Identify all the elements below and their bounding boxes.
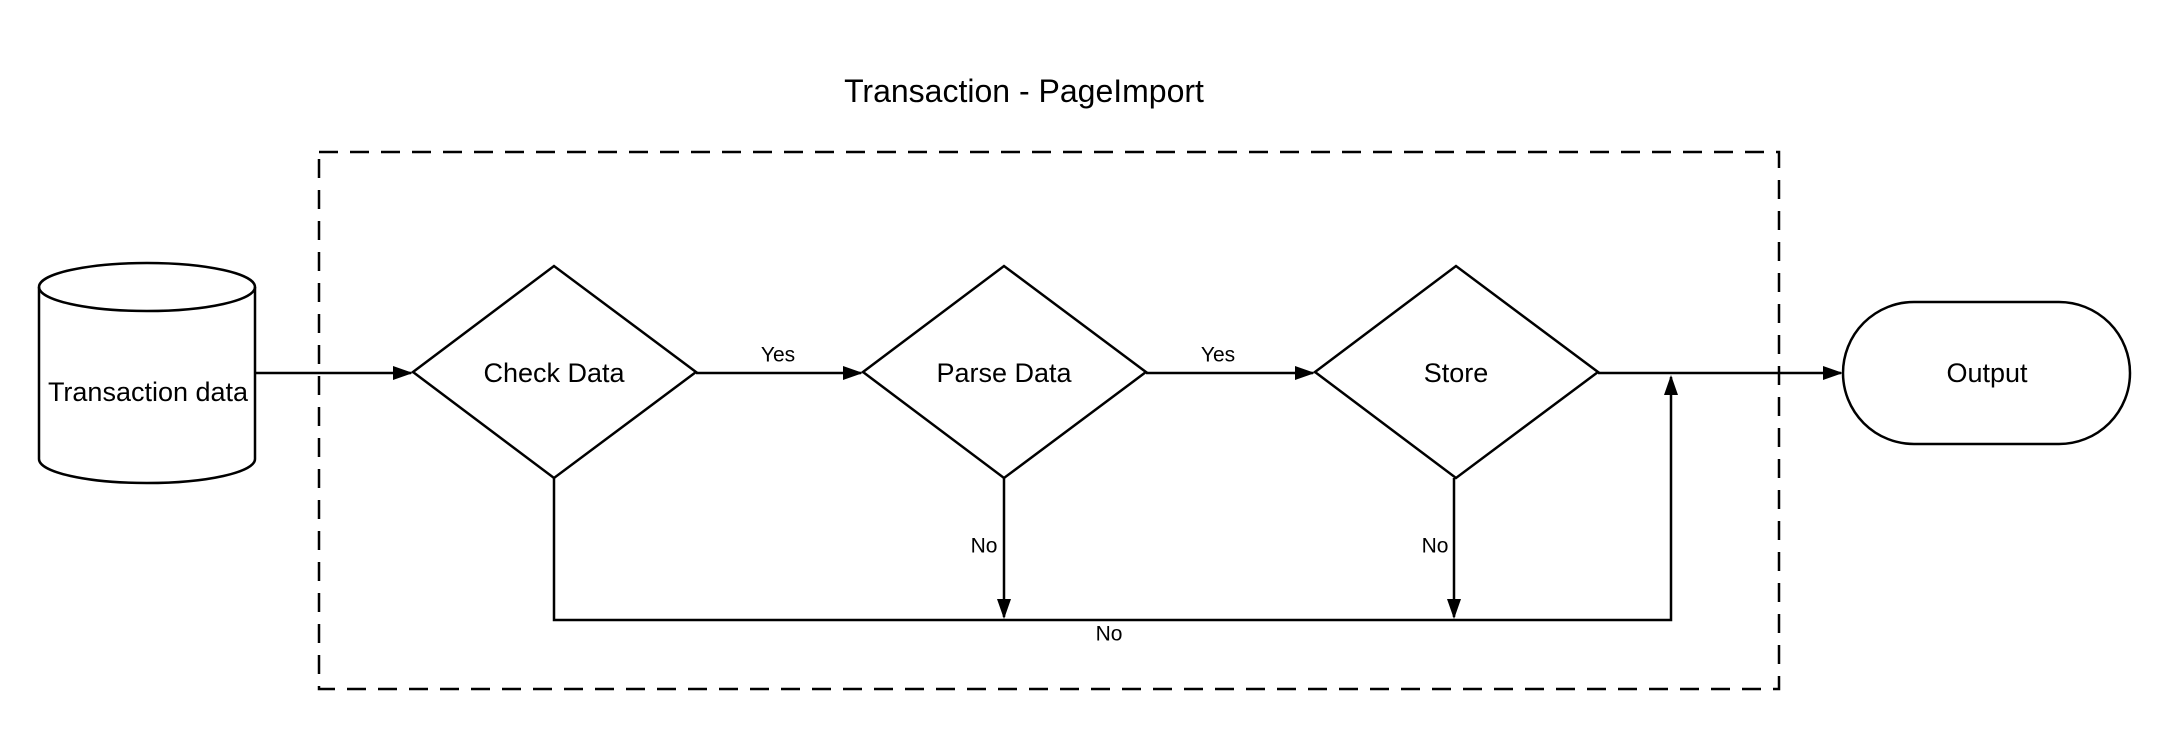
database-shape-top-arc [37,286,257,313]
parse-data-label: Parse Data [936,357,1072,388]
output-terminator [1841,300,2132,446]
database-shape [37,261,257,485]
diagram-title: Transaction - PageImport [844,72,1204,109]
check-yes-edge-label: Yes [760,343,796,367]
check-no-edge-label: No [1095,622,1123,646]
store-no-edge-label: No [1421,534,1449,558]
check-data-label: Check Data [483,357,625,388]
store-label: Store [1423,357,1489,388]
output-label: Output [1946,357,2028,388]
edge-check-no-return [552,375,1678,622]
parse-no-edge-label: No [970,534,998,558]
parse-yes-edge-label: Yes [1200,343,1236,367]
process-boundary-box [317,150,1781,691]
source-node-label: Transaction data [47,376,249,407]
